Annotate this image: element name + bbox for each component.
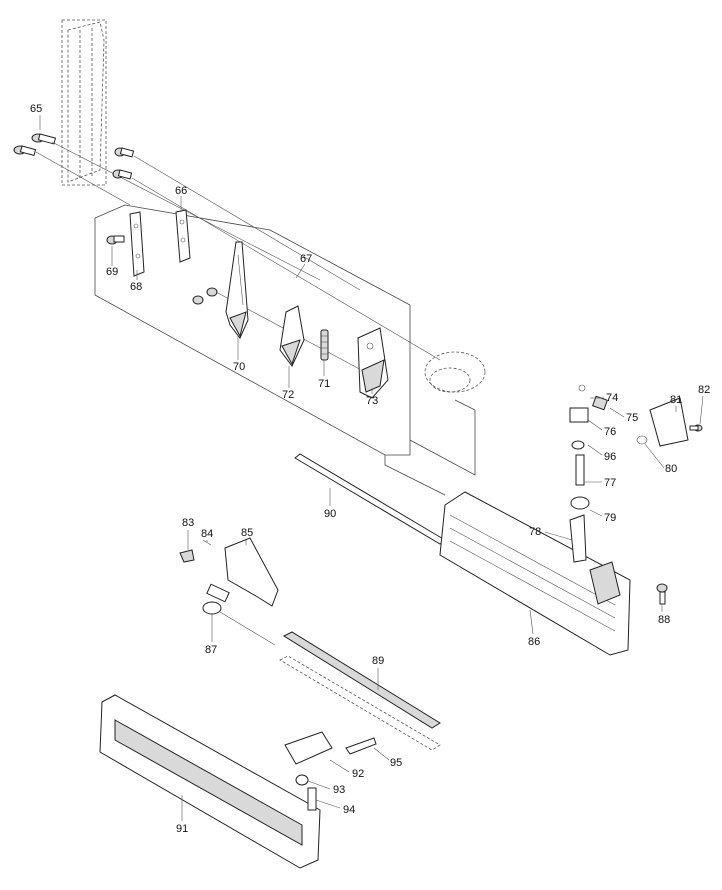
callout-labels: 65 66 67 68 69 70 71 72 73 74 75 76 77 7… [30, 103, 710, 835]
part-70-blade-holder [225, 241, 249, 339]
label-66: 66 [175, 185, 187, 197]
label-78: 78 [529, 526, 541, 538]
label-86: 86 [528, 636, 540, 648]
dashed-chain-element [424, 351, 486, 393]
part-69-screw [106, 235, 125, 245]
lower-right-parts [284, 731, 377, 811]
label-90: 90 [324, 508, 336, 520]
label-65: 65 [30, 103, 42, 115]
label-70: 70 [233, 361, 245, 373]
part-71-spring [320, 329, 329, 361]
part-88-screw [656, 583, 668, 605]
label-77: 77 [604, 477, 616, 489]
label-83: 83 [182, 517, 194, 529]
label-69: 69 [106, 266, 118, 278]
label-76: 76 [604, 426, 616, 438]
label-88: 88 [658, 614, 670, 626]
label-87: 87 [205, 644, 217, 656]
part-89-springs [279, 631, 441, 751]
label-92: 92 [352, 768, 364, 780]
label-68: 68 [130, 281, 142, 293]
part-91-base [99, 694, 321, 869]
label-95: 95 [390, 757, 402, 769]
label-72: 72 [282, 389, 294, 401]
label-89: 89 [372, 655, 384, 667]
label-73: 73 [366, 395, 378, 407]
part-90-strip [294, 453, 446, 545]
label-84: 84 [201, 528, 213, 540]
part-68-plate [129, 211, 145, 277]
part-73-carrier [357, 327, 389, 399]
label-93: 93 [333, 784, 345, 796]
part-66-plate [175, 209, 191, 263]
leader-lines [39, 115, 704, 821]
label-71: 71 [318, 378, 330, 390]
right-upper-parts [569, 384, 703, 563]
label-85: 85 [241, 527, 253, 539]
screw-set-upper [112, 147, 441, 361]
part-72-guide [279, 305, 305, 367]
label-81: 81 [670, 394, 682, 406]
upper-bracket-frame [61, 19, 107, 186]
label-96: 96 [604, 451, 616, 463]
left-middle-parts [179, 537, 279, 646]
label-74: 74 [606, 392, 618, 404]
label-80: 80 [665, 463, 677, 475]
label-94: 94 [343, 804, 355, 816]
label-91: 91 [176, 823, 188, 835]
label-67: 67 [300, 253, 312, 265]
label-75: 75 [626, 412, 638, 424]
label-82: 82 [698, 384, 710, 396]
part-86-rail [439, 491, 631, 656]
assembly-group-outline [94, 204, 476, 496]
label-79: 79 [604, 512, 616, 524]
screw-65-assembly [13, 133, 321, 281]
